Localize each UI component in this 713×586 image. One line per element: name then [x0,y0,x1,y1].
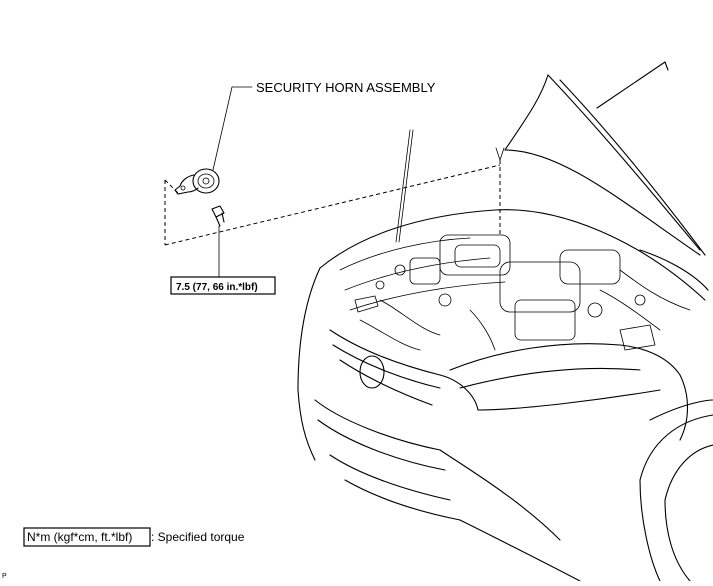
legend-description: : Specified torque [151,530,245,544]
horn-location-indicator [164,147,505,246]
bolt [211,205,225,227]
vehicle-front-illustration [297,61,713,582]
torque-callout: 7.5 (77, 66 in.*lbf) [170,276,276,295]
security-horn-assembly [174,168,220,195]
part-label-leader [212,86,253,171]
legend: N*m (kgf*cm, ft.*lbf) : Specified torque [23,527,245,547]
legend-unit-box: N*m (kgf*cm, ft.*lbf) [27,530,132,544]
torque-value: 7.5 (77, 66 in.*lbf) [176,282,258,293]
corner-mark: P [2,573,7,580]
part-label: SECURITY HORN ASSEMBLY [256,80,436,95]
